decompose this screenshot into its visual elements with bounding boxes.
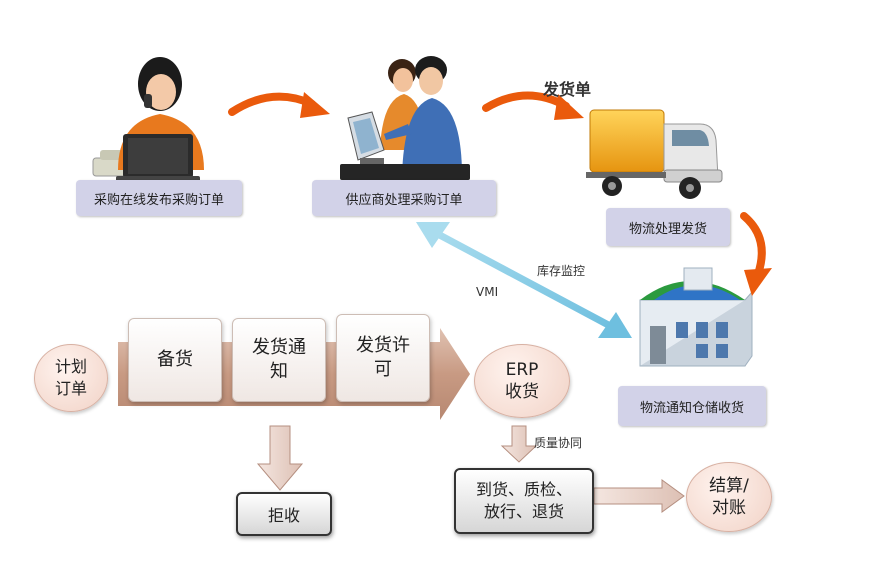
flow-arrow-3 <box>740 212 766 278</box>
arrival-inspection-box: 到货、质检、 放行、退货 <box>454 468 594 534</box>
flow-arrow-1 <box>228 92 316 116</box>
flow-arrow-1-head <box>300 92 330 118</box>
stocking-card: 备货 <box>128 318 222 402</box>
warehouse-icon <box>639 267 753 367</box>
step4-label: 物流通知仓储收货 <box>618 386 766 426</box>
flow-arrow-2-head <box>554 94 584 120</box>
delivery-note-label: 发货单 <box>543 80 592 99</box>
buyer-person-icon <box>92 57 204 184</box>
step3-label: 物流处理发货 <box>606 208 730 246</box>
step2-label: 供应商处理采购订单 <box>312 180 496 216</box>
step1-label: 采购在线发布采购订单 <box>76 180 242 216</box>
reject-down-arrow <box>256 425 304 491</box>
vmi-double-arrow <box>416 222 632 338</box>
inventory-monitor-label: 库存监控 <box>537 264 586 278</box>
quality-collaboration-label: 质量协同 <box>534 436 583 450</box>
reject-box: 拒收 <box>236 492 332 536</box>
flow-arrow-3-head <box>744 268 772 296</box>
delivery-notice-card: 发货通 知 <box>232 318 326 402</box>
delivery-permit-card: 发货许 可 <box>336 314 430 402</box>
truck-icon <box>586 109 723 199</box>
settlement-node: 结算/ 对账 <box>686 462 772 532</box>
vmi-label: VMI <box>476 285 499 299</box>
supplier-people-icon <box>340 56 470 180</box>
settlement-right-arrow <box>593 479 685 513</box>
plan-order-node: 计划 订单 <box>34 344 108 412</box>
erp-receive-node: ERP 收货 <box>474 344 570 418</box>
quality-down-arrow <box>500 425 538 463</box>
